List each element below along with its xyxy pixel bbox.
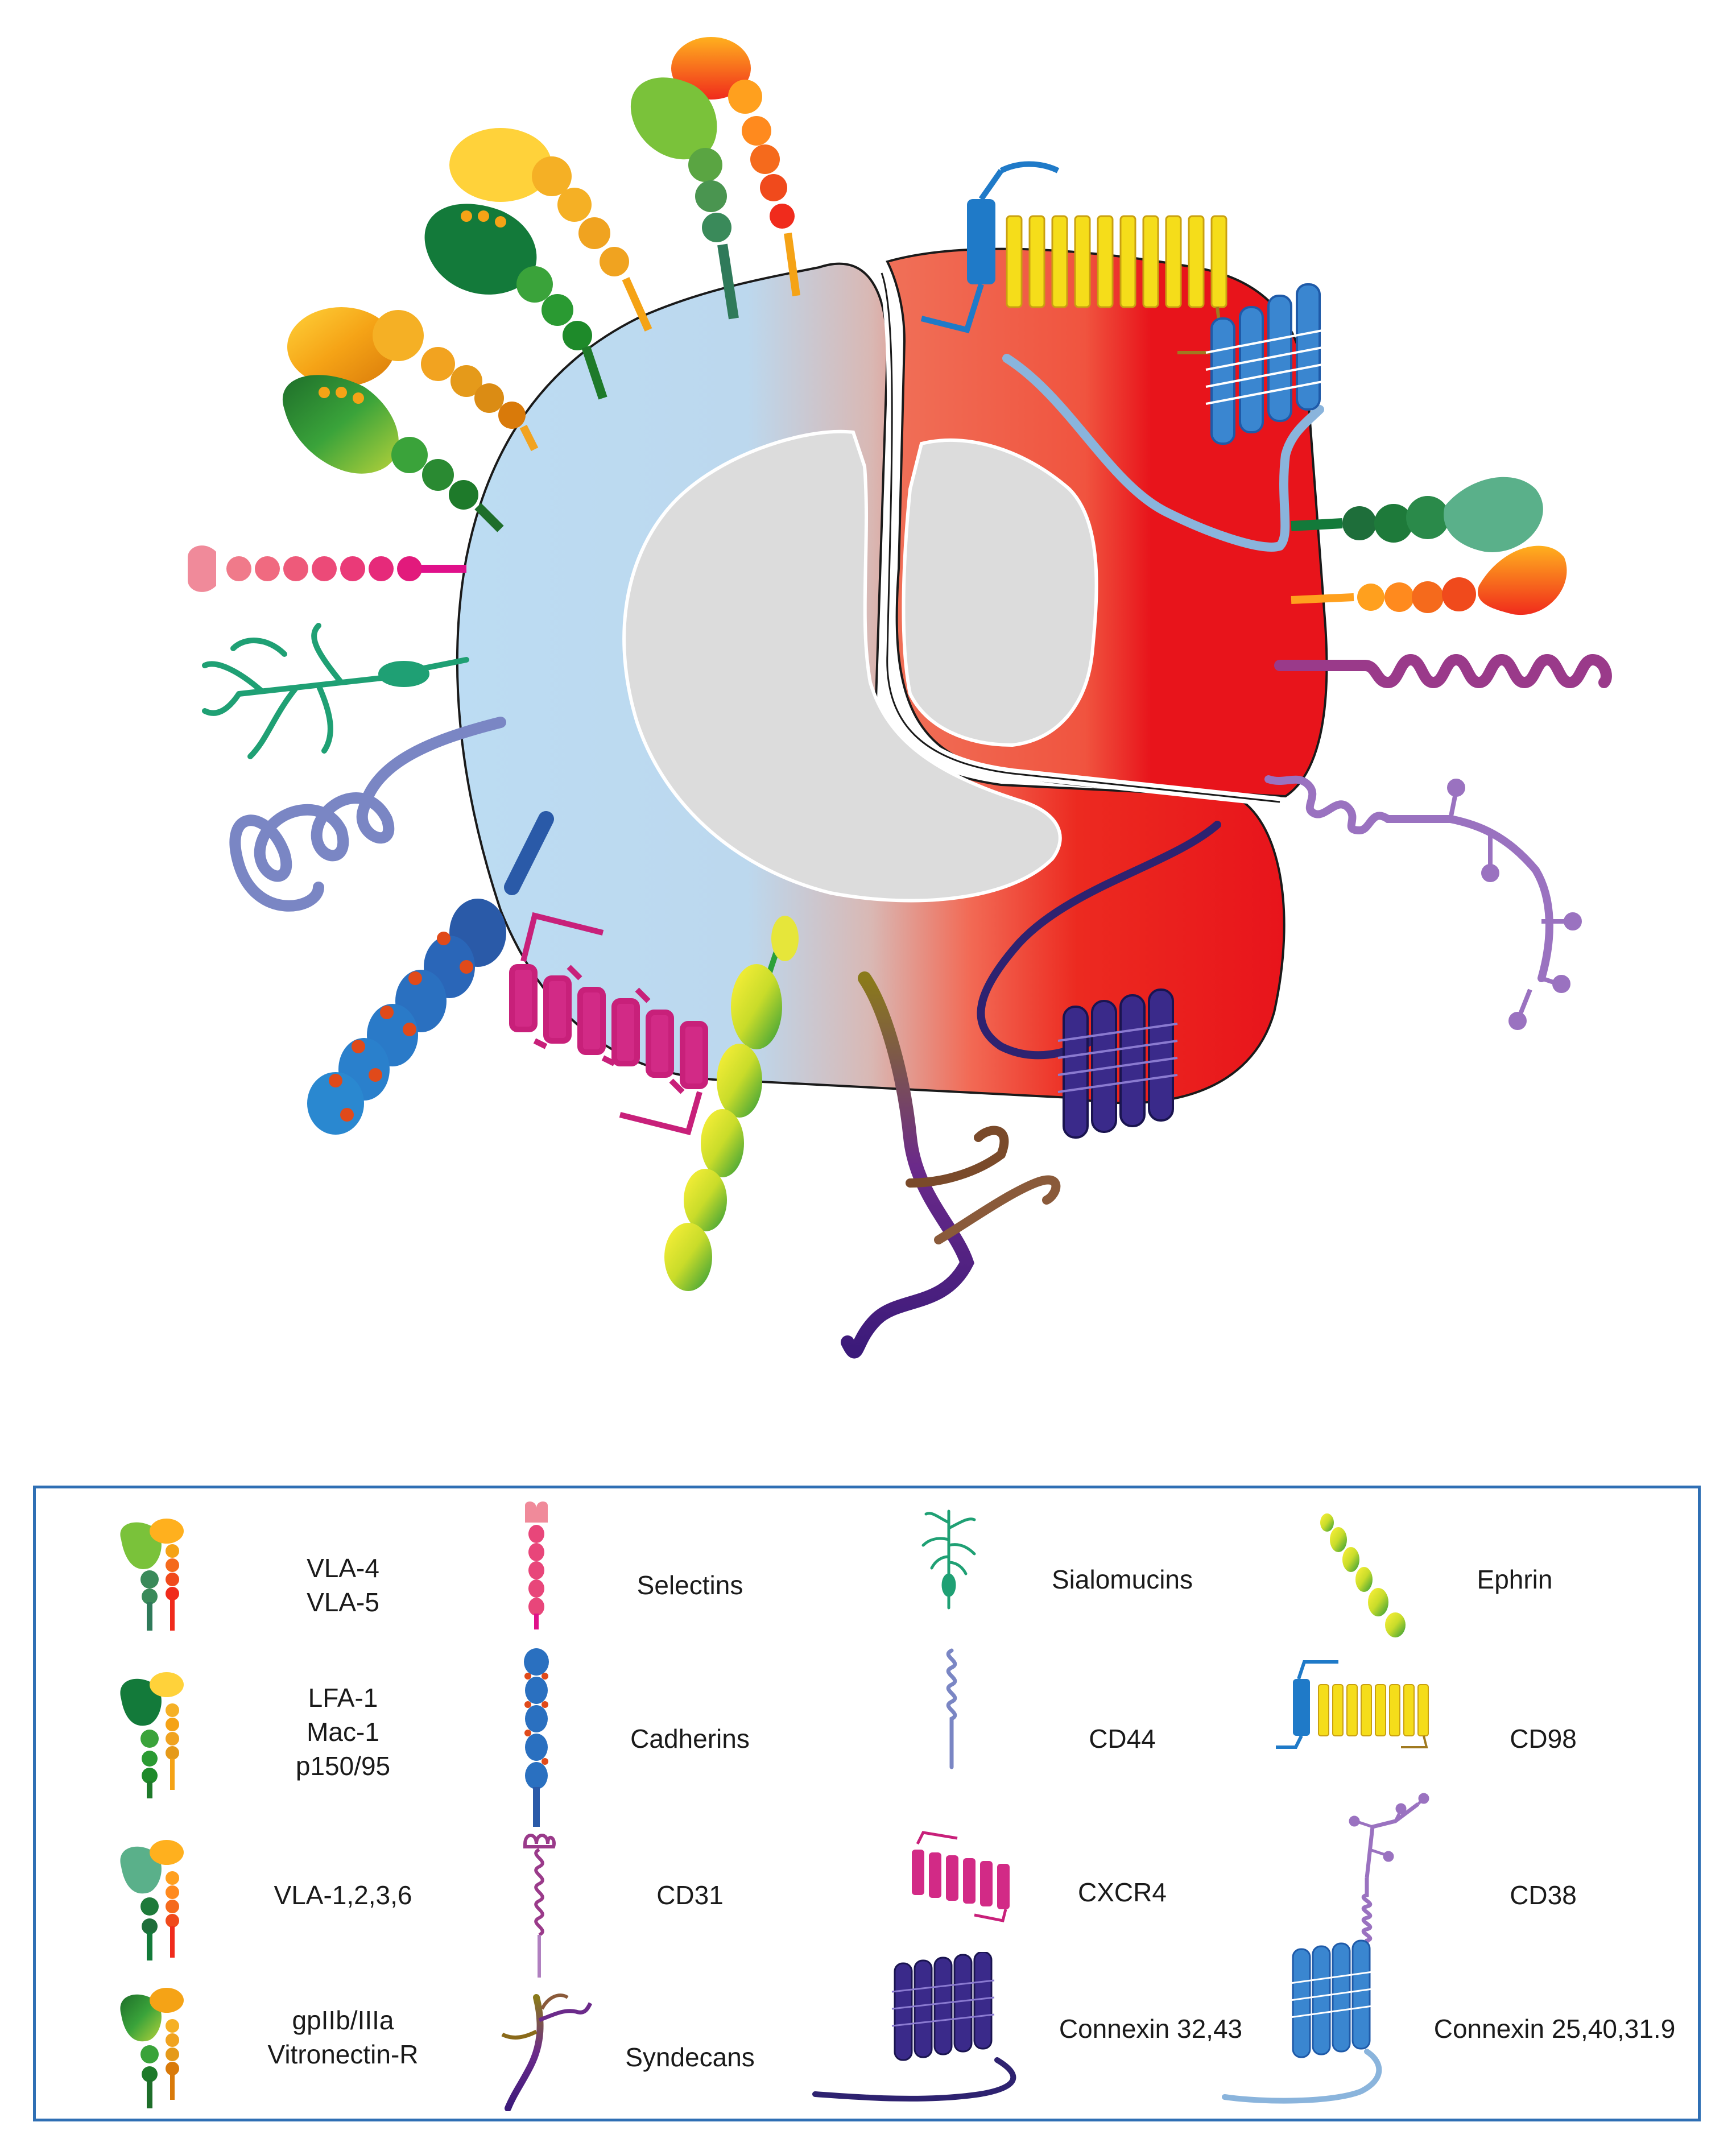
- syndecan: [841, 971, 1061, 1359]
- legend-label-cxcr4: CXCR4: [1078, 1877, 1167, 1907]
- connexin-25-40-31-9: [1002, 283, 1326, 552]
- legend-label-cadherins: Cadherins: [630, 1724, 750, 1753]
- cell-adhesion-molecules-diagram: [188, 37, 1612, 1359]
- ephrin-icon: [1320, 1513, 1406, 1637]
- selectins-icon: [525, 1502, 548, 1629]
- nucleus-left: [622, 429, 1062, 903]
- connexin-32-43-icon: [812, 1952, 1016, 2102]
- cxcr4-receptor: [509, 912, 708, 1136]
- vla-4-5-icon: [120, 1519, 184, 1631]
- integrin-gpiib-illa: [282, 307, 539, 532]
- nucleus-right: [902, 438, 1098, 747]
- integrin-vla-1: [1291, 477, 1567, 615]
- cadherin: [307, 811, 554, 1135]
- cadherins-icon: [524, 1648, 549, 1827]
- cd38-icon: [1349, 1793, 1429, 1963]
- lfa-1-icon: [120, 1672, 184, 1798]
- legend-label-cd31: CD31: [656, 1880, 724, 1910]
- gpiib-iiia-icon: [120, 1988, 184, 2108]
- connexin-25-40-31-9-icon: [1222, 1939, 1382, 2104]
- legend-label-cd38: CD38: [1510, 1880, 1577, 1910]
- cd38-molecule: [1264, 775, 1582, 1030]
- legend-label-syndecans: Syndecans: [625, 2042, 755, 2072]
- integrin-vla-4: [630, 37, 800, 320]
- legend-label-cd98: CD98: [1510, 1724, 1577, 1753]
- vla-1-2-3-6-icon: [120, 1840, 184, 1960]
- integrin-lfa-1: [424, 128, 652, 400]
- ephrin: [664, 916, 799, 1291]
- selectin: [188, 545, 466, 592]
- legend-label-ephrin: Ephrin: [1477, 1565, 1553, 1594]
- sialomucins-icon: [921, 1509, 976, 1610]
- cd31-icon: [523, 1834, 556, 1978]
- syndecans-icon: [501, 1993, 593, 2111]
- cd31-molecule: [1274, 653, 1612, 689]
- connexin-32-43: [977, 821, 1221, 1139]
- cd44-icon: [946, 1648, 957, 1769]
- legend-label-selectins: Selectins: [636, 1570, 743, 1600]
- sialomucin: [202, 623, 469, 759]
- cxcr4-icon: [912, 1831, 1010, 1922]
- cell-junction-outline: [881, 272, 1280, 803]
- cd98-icon: [1276, 1660, 1429, 1749]
- legend-label-vla-1-2-3-6: VLA-1,2,3,6: [274, 1880, 412, 1910]
- legend-label-cd44: CD44: [1089, 1724, 1156, 1753]
- legend-label-connexin-25-40-31-9: Connexin 25,40,31.9: [1433, 2014, 1676, 2044]
- cd44-molecule: [229, 717, 506, 912]
- legend-label-sialomucins: Sialomucins: [1052, 1565, 1193, 1594]
- legend-label-connexin-32-43: Connexin 32,43: [1059, 2014, 1243, 2044]
- cd98-complex: [920, 161, 1227, 354]
